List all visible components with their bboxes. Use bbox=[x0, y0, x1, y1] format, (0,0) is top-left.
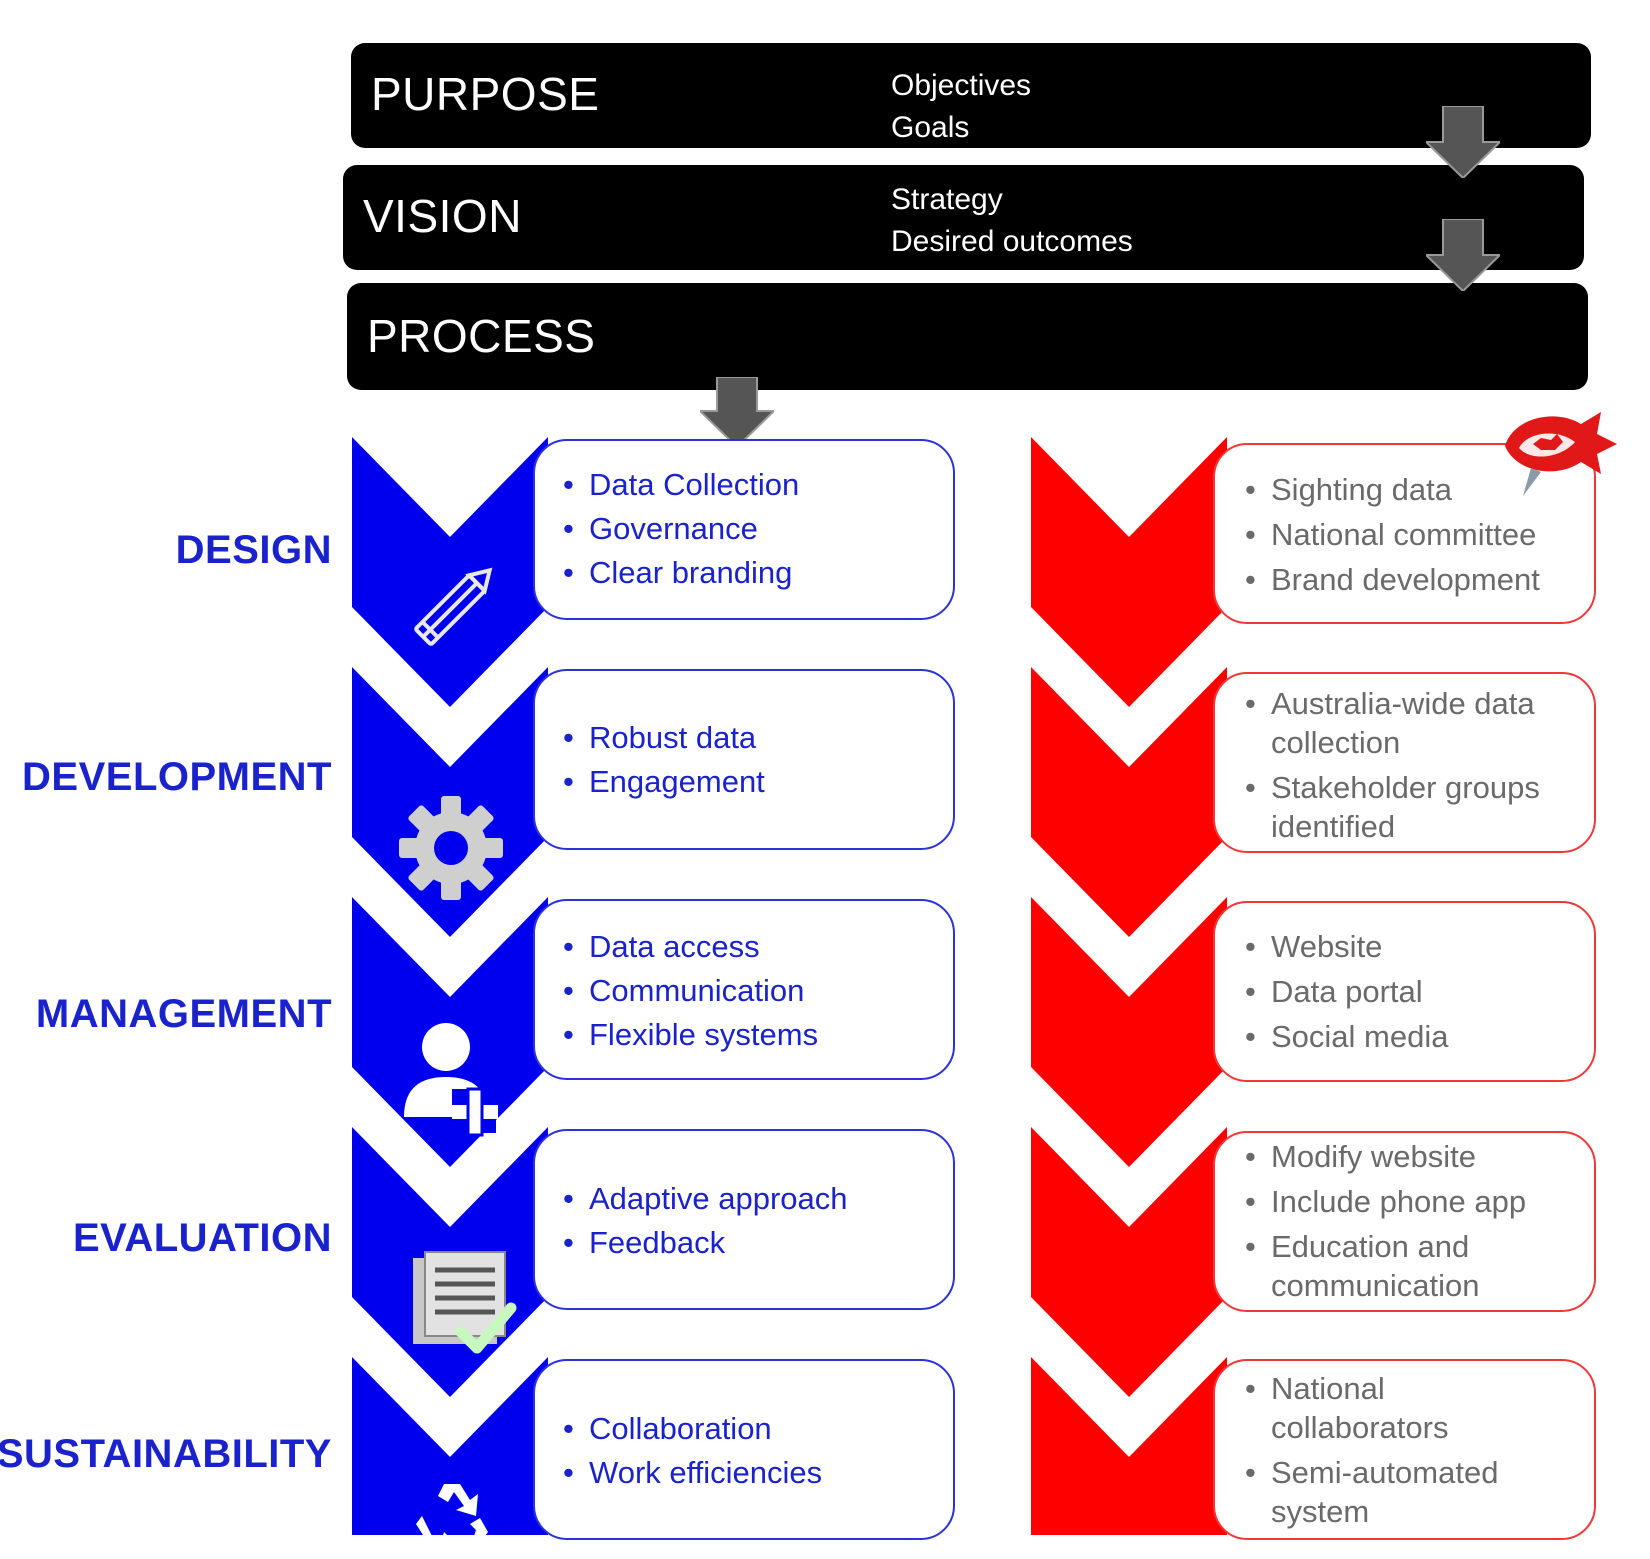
list-item: Semi-automated system bbox=[1245, 1453, 1545, 1531]
management-example-card: Website Data portal Social media bbox=[1213, 901, 1596, 1082]
development-example-card: Australia-wide data collection Stakehold… bbox=[1213, 672, 1596, 853]
vision-line-2: Desired outcomes bbox=[891, 225, 1133, 258]
list-item: Engagement bbox=[563, 760, 765, 804]
evaluation-card: Adaptive approach Feedback bbox=[533, 1129, 955, 1310]
blue-chevron bbox=[352, 1357, 548, 1535]
list-item: Robust data bbox=[563, 716, 765, 760]
list-item: Communication bbox=[563, 969, 818, 1013]
stage-label-evaluation: EVALUATION bbox=[72, 1216, 332, 1260]
down-arrow-icon bbox=[1426, 106, 1500, 178]
list-item: Sighting data bbox=[1245, 470, 1540, 509]
evaluation-example-items: Modify website Include phone app Educati… bbox=[1245, 1137, 1565, 1311]
list-item: Data Collection bbox=[563, 463, 799, 507]
purpose-line-1: Objectives bbox=[891, 69, 1032, 102]
list-item: Australia-wide data collection bbox=[1245, 684, 1565, 762]
evaluation-example-card: Modify website Include phone app Educati… bbox=[1213, 1131, 1596, 1312]
down-arrow-icon bbox=[700, 377, 774, 447]
list-item: Feedback bbox=[563, 1221, 848, 1265]
list-item: Governance bbox=[563, 507, 799, 551]
list-item: Stakeholder groups identified bbox=[1245, 768, 1565, 846]
sustainability-example-card: National collaborators Semi-automated sy… bbox=[1213, 1359, 1596, 1540]
design-example-items: Sighting data National committee Brand d… bbox=[1245, 470, 1540, 605]
process-title: PROCESS bbox=[367, 310, 596, 362]
purpose-bar: PURPOSE Objectives Goals bbox=[351, 43, 1591, 148]
list-item: Data portal bbox=[1245, 972, 1448, 1011]
vision-line-1: Strategy bbox=[891, 183, 1003, 216]
purpose-line-2: Goals bbox=[891, 111, 970, 144]
pencil-icon bbox=[414, 567, 493, 646]
red-chevron bbox=[1031, 1127, 1227, 1397]
red-chevron bbox=[1031, 1357, 1227, 1535]
gear-icon bbox=[399, 796, 503, 900]
list-item: Data access bbox=[563, 925, 818, 969]
red-chevron bbox=[1031, 667, 1227, 937]
blue-chevron bbox=[352, 437, 548, 707]
management-card: Data access Communication Flexible syste… bbox=[533, 899, 955, 1080]
list-item: National collaborators bbox=[1245, 1369, 1545, 1447]
development-example-items: Australia-wide data collection Stakehold… bbox=[1245, 684, 1565, 852]
sustainability-items: Collaboration Work efficiencies bbox=[563, 1407, 822, 1495]
list-item: National committee bbox=[1245, 515, 1540, 554]
design-items: Data Collection Governance Clear brandin… bbox=[563, 463, 799, 595]
sustainability-card: Collaboration Work efficiencies bbox=[533, 1359, 955, 1540]
list-item: Website bbox=[1245, 927, 1448, 966]
list-item: Include phone app bbox=[1245, 1182, 1565, 1221]
purpose-title: PURPOSE bbox=[371, 68, 600, 120]
vision-title: VISION bbox=[363, 190, 522, 242]
add-user-icon bbox=[404, 1023, 498, 1137]
list-item: Social media bbox=[1245, 1017, 1448, 1056]
checklist-icon bbox=[413, 1251, 517, 1354]
recycle-icon bbox=[416, 1484, 488, 1546]
down-arrow-icon bbox=[1426, 219, 1500, 291]
sustainability-example-items: National collaborators Semi-automated sy… bbox=[1245, 1369, 1545, 1537]
list-item: Adaptive approach bbox=[563, 1177, 848, 1221]
list-item: Modify website bbox=[1245, 1137, 1565, 1176]
management-example-items: Website Data portal Social media bbox=[1245, 927, 1448, 1062]
vision-bar: VISION Strategy Desired outcomes bbox=[343, 165, 1584, 270]
development-items: Robust data Engagement bbox=[563, 716, 765, 804]
list-item: Collaboration bbox=[563, 1407, 822, 1451]
red-chevron bbox=[1031, 437, 1227, 707]
management-items: Data access Communication Flexible syste… bbox=[563, 925, 818, 1057]
list-item: Clear branding bbox=[563, 551, 799, 595]
fish-logo-icon bbox=[1505, 412, 1617, 496]
evaluation-items: Adaptive approach Feedback bbox=[563, 1177, 848, 1265]
stage-label-sustainability: SUSTAINABILITY bbox=[0, 1432, 332, 1476]
list-item: Work efficiencies bbox=[563, 1451, 822, 1495]
process-bar: PROCESS bbox=[347, 283, 1588, 390]
list-item: Education and communication bbox=[1245, 1227, 1565, 1305]
development-card: Robust data Engagement bbox=[533, 669, 955, 850]
stage-label-design: DESIGN bbox=[175, 528, 332, 572]
stage-label-development: DEVELOPMENT bbox=[22, 755, 332, 799]
design-card: Data Collection Governance Clear brandin… bbox=[533, 439, 955, 620]
stage-label-management: MANAGEMENT bbox=[35, 992, 332, 1036]
list-item: Flexible systems bbox=[563, 1013, 818, 1057]
list-item: Brand development bbox=[1245, 560, 1540, 599]
red-chevron bbox=[1031, 897, 1227, 1167]
